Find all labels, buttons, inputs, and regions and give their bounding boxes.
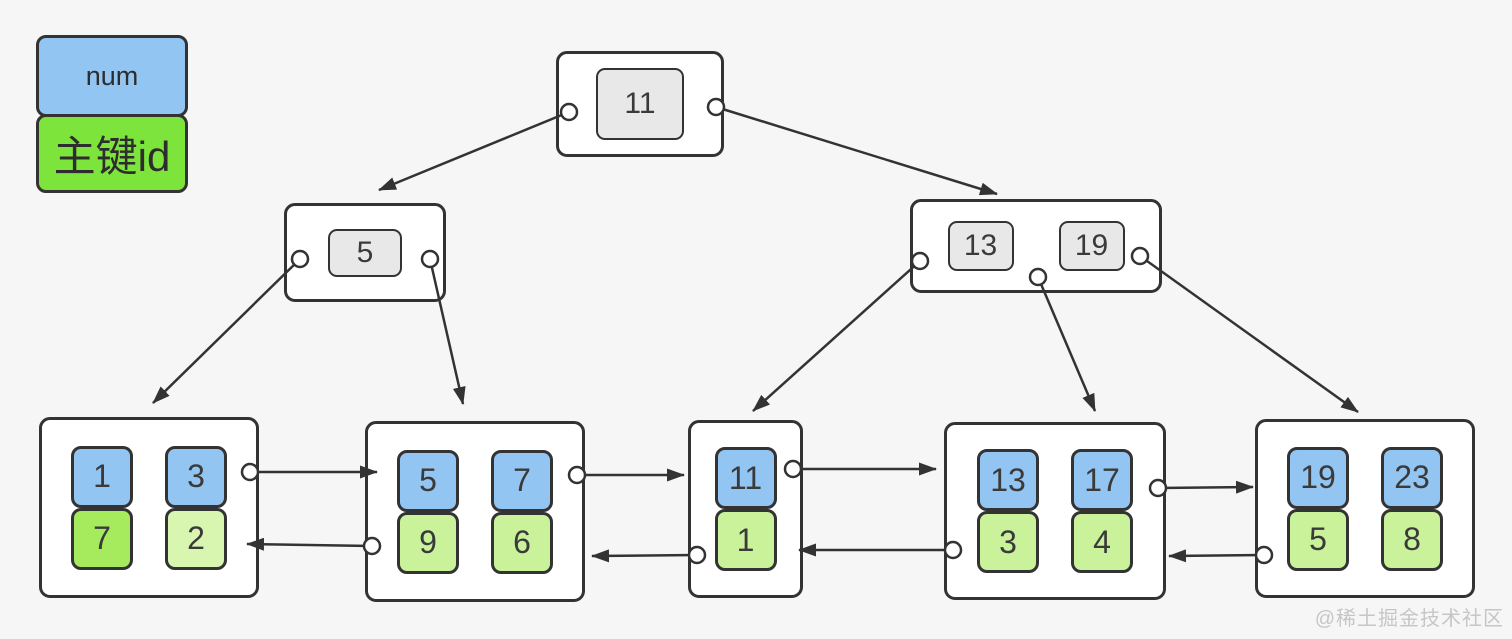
edge-internal-right-to-leaf-5 — [1139, 254, 1359, 414]
num-cell: 5 — [397, 449, 459, 512]
num-cell: 7 — [491, 449, 553, 512]
root-node: 11 — [556, 51, 724, 157]
primary-key-cell: 5 — [1287, 508, 1349, 571]
primary-key-cell: 4 — [1071, 511, 1133, 573]
key-value: 5 — [328, 228, 402, 277]
num-cell: 3 — [165, 445, 227, 508]
edge-leaf-4-next — [1157, 480, 1254, 494]
primary-key-cell: 1 — [714, 509, 777, 571]
edge-internal-left-to-leaf-1 — [152, 258, 301, 404]
legend: num 主键id — [36, 35, 188, 193]
legend-id-label: 主键id — [53, 133, 171, 180]
primary-key-cell: 6 — [491, 511, 553, 574]
num-cell: 17 — [1071, 449, 1133, 511]
num-cell: 13 — [977, 449, 1039, 511]
primary-key-cell: 7 — [71, 507, 133, 570]
legend-num-label: num — [85, 60, 139, 91]
legend-id-box: 主键id — [36, 114, 188, 193]
edge-leaf-2-prev — [246, 537, 373, 551]
num-cell: 1 — [71, 445, 133, 508]
edge-leaf-3-prev — [591, 549, 698, 563]
internal-node-2: 13 19 — [910, 199, 1162, 293]
key-value: 13 — [947, 221, 1014, 271]
primary-key-cell: 3 — [977, 511, 1039, 573]
primary-key-cell: 2 — [165, 507, 227, 570]
edge-root-to-internal-left — [378, 110, 570, 192]
edge-internal-right-to-leaf-4 — [1036, 276, 1097, 412]
legend-num-box: num — [36, 35, 188, 117]
internal-node-1: 5 — [284, 203, 446, 302]
primary-key-cell: 8 — [1381, 508, 1443, 571]
num-cell: 11 — [714, 447, 777, 509]
edge-root-to-internal-right — [715, 105, 998, 196]
watermark: @稀土掘金技术社区 — [1314, 608, 1504, 630]
edge-leaf-5-prev — [1168, 549, 1265, 563]
primary-key-cell: 9 — [397, 511, 459, 574]
edge-internal-right-to-leaf-3 — [752, 260, 921, 412]
key-value: 11 — [596, 68, 684, 140]
num-cell: 19 — [1287, 446, 1349, 509]
key-value: 19 — [1058, 221, 1125, 271]
num-cell: 23 — [1381, 446, 1443, 509]
